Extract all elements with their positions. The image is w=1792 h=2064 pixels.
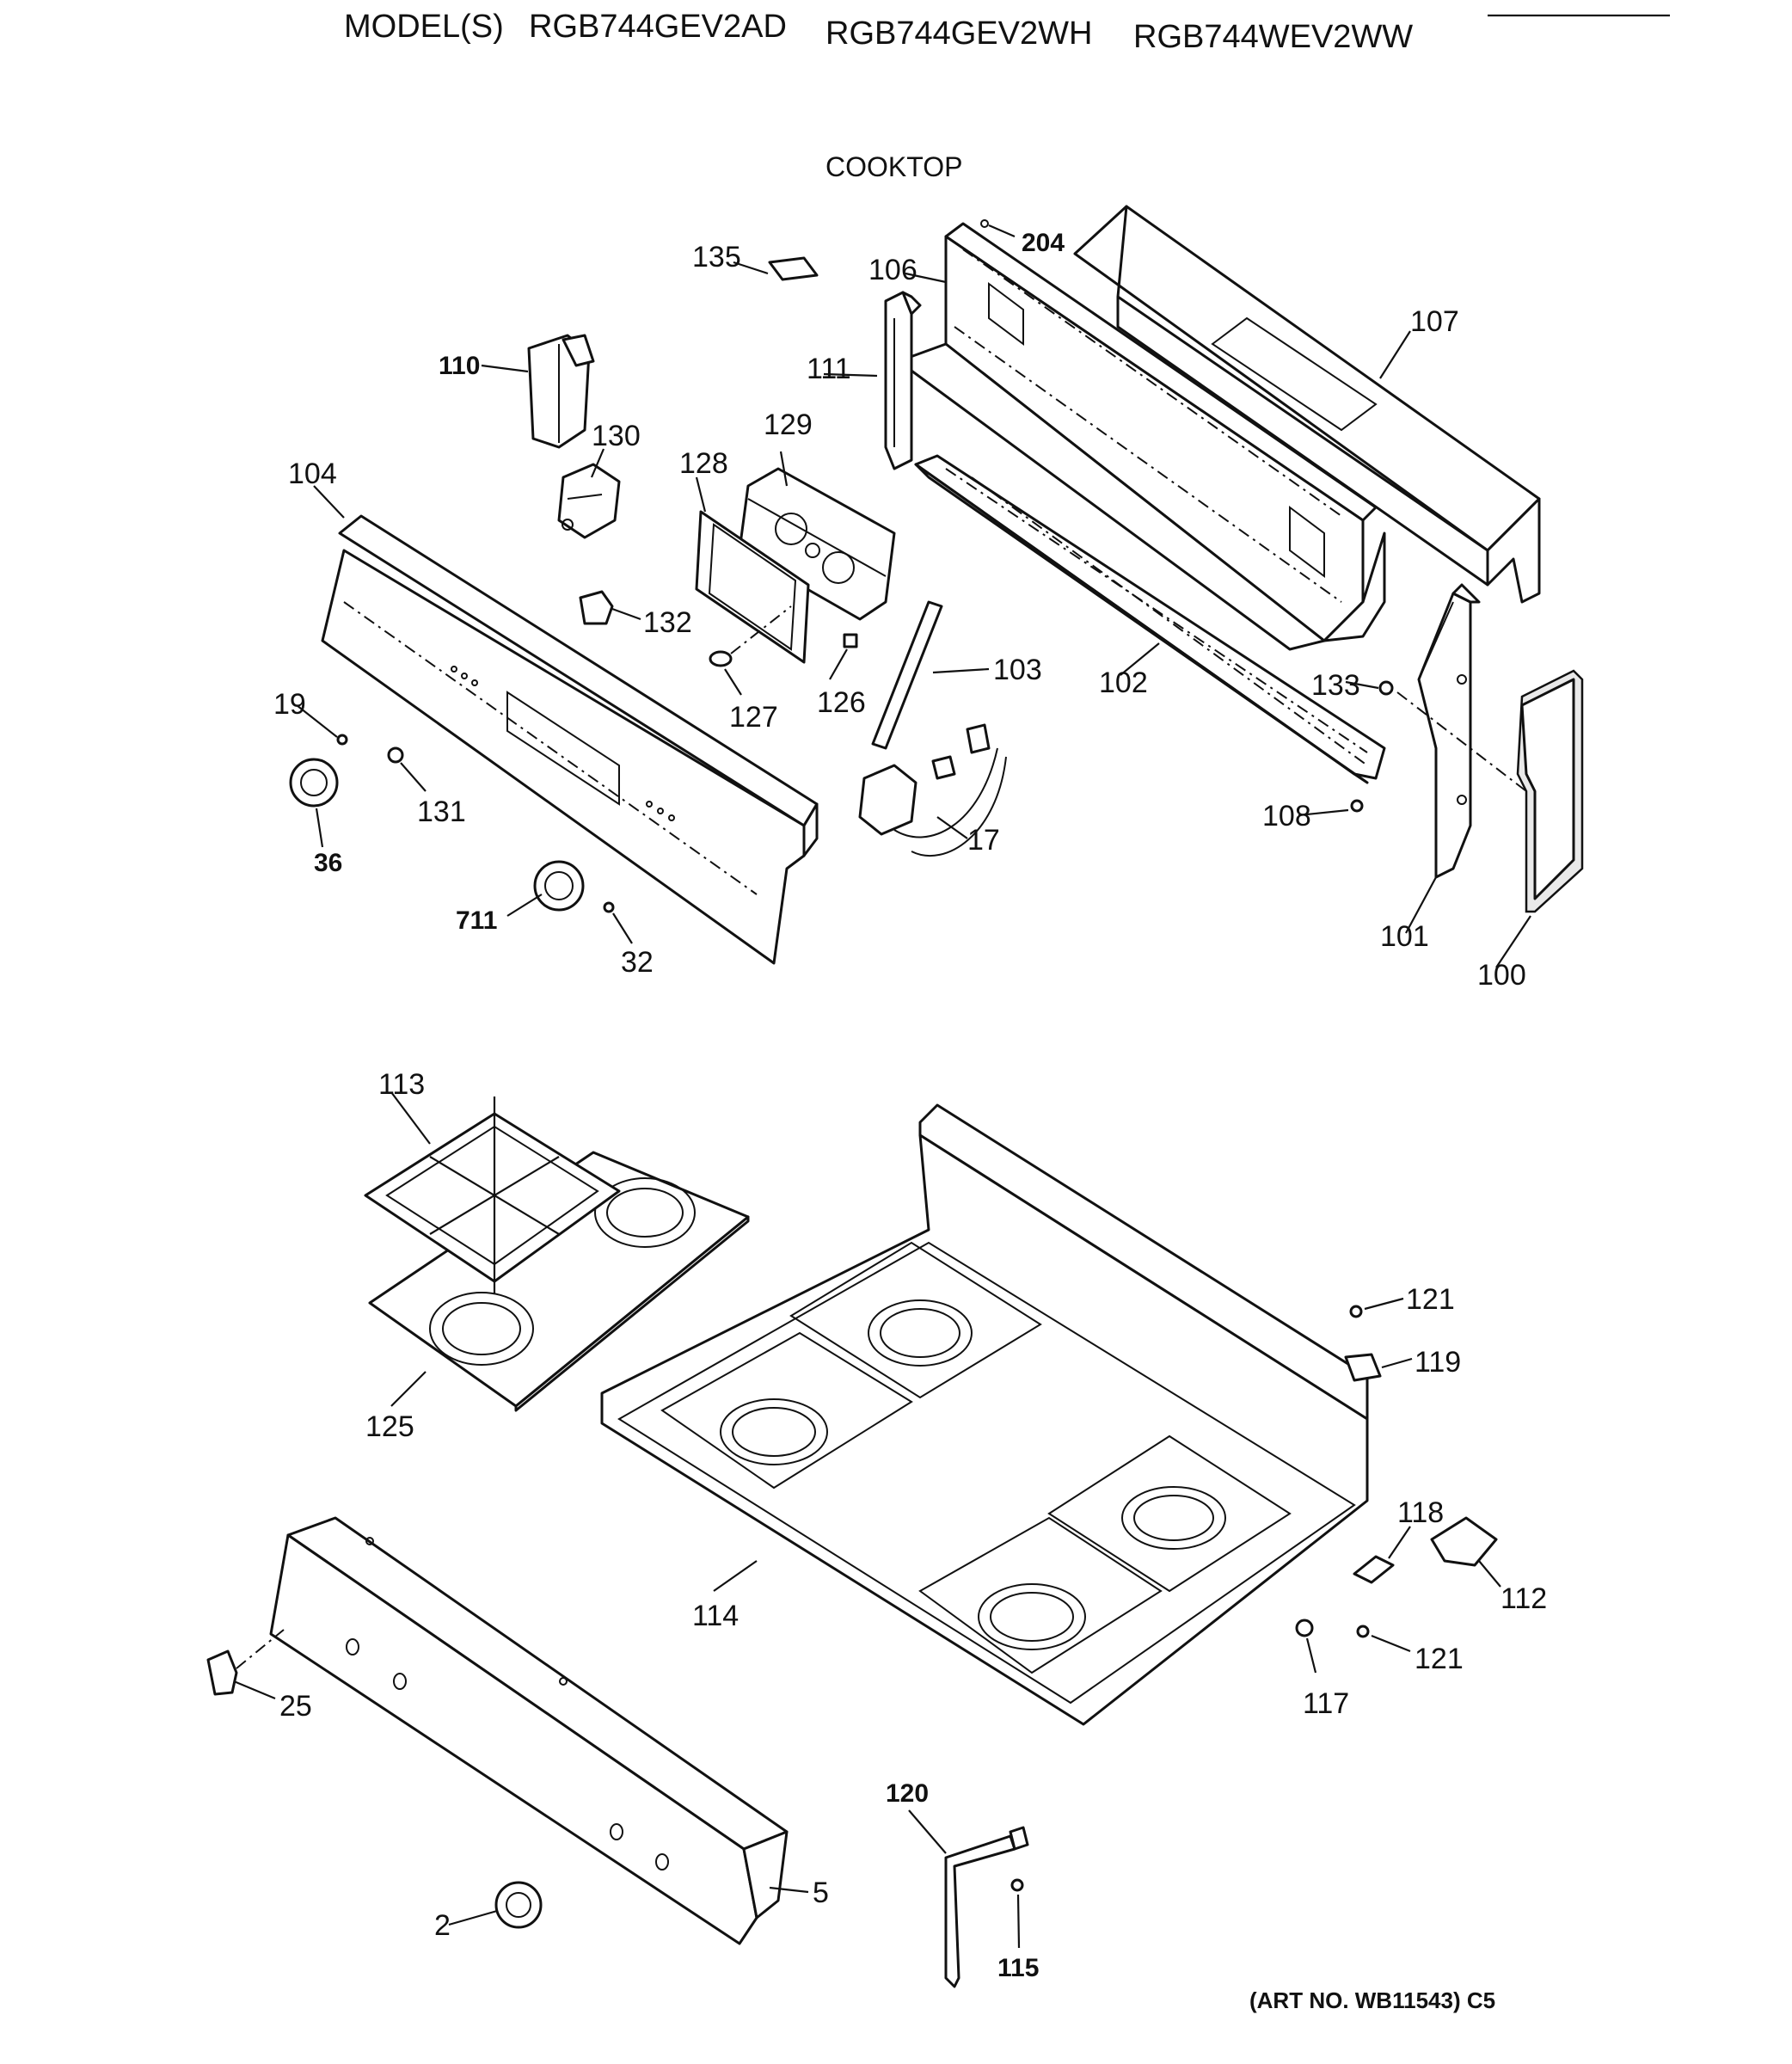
callout-127: 127 <box>729 701 778 734</box>
callout-labels: 204 135 106 107 110 111 130 129 128 104 … <box>273 229 1547 1982</box>
callout-2: 2 <box>434 1909 451 1942</box>
callout-36: 36 <box>314 849 342 877</box>
callout-204: 204 <box>1022 229 1065 257</box>
part-32-screw <box>603 901 615 913</box>
callout-121-bottom: 121 <box>1415 1643 1464 1675</box>
callout-133: 133 <box>1311 669 1360 702</box>
part-115-screw <box>1010 1878 1024 1892</box>
callout-110: 110 <box>439 352 480 380</box>
part-101-side-bracket <box>1417 583 1481 879</box>
part-120-rod <box>944 1826 1029 1988</box>
model-number-1: RGB744GEV2AD <box>529 9 787 45</box>
callout-711: 711 <box>456 906 497 935</box>
model-number-2: RGB744GEV2WH <box>825 15 1092 52</box>
part-133-nut <box>1378 680 1394 696</box>
part-118-bracket <box>1353 1555 1395 1584</box>
callout-126: 126 <box>817 686 866 719</box>
callout-128: 128 <box>679 447 728 480</box>
part-17-switch <box>858 723 1007 857</box>
part-106-backguard <box>897 219 1386 651</box>
callout-135: 135 <box>692 241 741 273</box>
callout-25: 25 <box>279 1690 312 1723</box>
part-131-plug <box>387 746 404 764</box>
part-128-glass <box>695 510 810 664</box>
part-132-switch <box>579 590 614 625</box>
callout-19: 19 <box>273 688 306 721</box>
callout-120: 120 <box>886 1779 929 1808</box>
callout-115: 115 <box>997 1954 1039 1982</box>
callout-100: 100 <box>1477 959 1526 992</box>
part-135-bracket <box>768 256 819 281</box>
callout-132: 132 <box>643 606 692 639</box>
part-104-control-panel <box>321 514 819 965</box>
models-prefix: MODEL(S) <box>344 9 504 45</box>
callout-130: 130 <box>592 420 641 452</box>
guide-line <box>1396 691 1527 792</box>
guide-line <box>236 1629 285 1669</box>
part-126-clip <box>843 633 858 648</box>
part-113-grate <box>364 1096 621 1294</box>
part-112-bracket <box>1430 1516 1498 1567</box>
part-108-screw <box>1350 799 1364 813</box>
part-36-knob <box>289 758 339 808</box>
part-107-backguard-cap <box>1073 205 1541 604</box>
part-19-screw <box>336 734 348 746</box>
callout-32: 32 <box>621 946 654 979</box>
part-130-switch <box>557 463 621 539</box>
part-2-knob <box>494 1881 543 1929</box>
callout-119: 119 <box>1415 1346 1461 1379</box>
callout-104: 104 <box>288 458 337 490</box>
callout-102: 102 <box>1099 666 1148 699</box>
part-121-screw-bottom <box>1356 1625 1370 1638</box>
header: MODEL(S) RGB744GEV2AD RGB744GEV2WH RGB74… <box>344 9 1670 55</box>
part-25-clip <box>206 1649 238 1696</box>
model-number-3: RGB744WEV2WW <box>1133 19 1413 55</box>
callout-107: 107 <box>1410 305 1459 338</box>
callout-121-top: 121 <box>1406 1283 1455 1316</box>
callout-108: 108 <box>1262 800 1311 832</box>
part-100-end-cap <box>1516 669 1584 913</box>
part-5-manifold-panel <box>269 1516 789 1945</box>
callout-101: 101 <box>1380 920 1429 953</box>
leader-lines <box>233 224 1531 1949</box>
section-title: COOKTOP <box>825 151 962 182</box>
callout-118: 118 <box>1397 1496 1444 1529</box>
part-125-burner-tray <box>368 1151 750 1412</box>
callout-131: 131 <box>417 796 466 828</box>
callout-129: 129 <box>764 408 813 441</box>
part-103-rod <box>871 600 943 750</box>
callout-106: 106 <box>868 254 917 286</box>
callout-103: 103 <box>993 654 1042 686</box>
part-111-bracket <box>884 291 922 470</box>
part-117-plug <box>1295 1619 1314 1637</box>
part-119-hinge <box>1344 1353 1382 1382</box>
part-121-screw-top <box>1349 1305 1363 1318</box>
art-number: (ART NO. WB11543) C5 <box>1249 1987 1495 2013</box>
callout-117: 117 <box>1303 1687 1349 1720</box>
part-114-cooktop <box>600 1103 1369 1726</box>
callout-17: 17 <box>967 824 1000 857</box>
part-127-lamp <box>709 650 733 667</box>
part-102-trim-strip <box>914 454 1386 784</box>
part-110-module <box>527 334 595 449</box>
callout-114: 114 <box>692 1600 739 1632</box>
callout-112: 112 <box>1500 1582 1547 1615</box>
callout-5: 5 <box>813 1877 829 1909</box>
callout-113: 113 <box>378 1068 425 1101</box>
callout-111: 111 <box>807 353 851 385</box>
part-711-knob <box>533 860 585 912</box>
callout-125: 125 <box>365 1410 414 1443</box>
